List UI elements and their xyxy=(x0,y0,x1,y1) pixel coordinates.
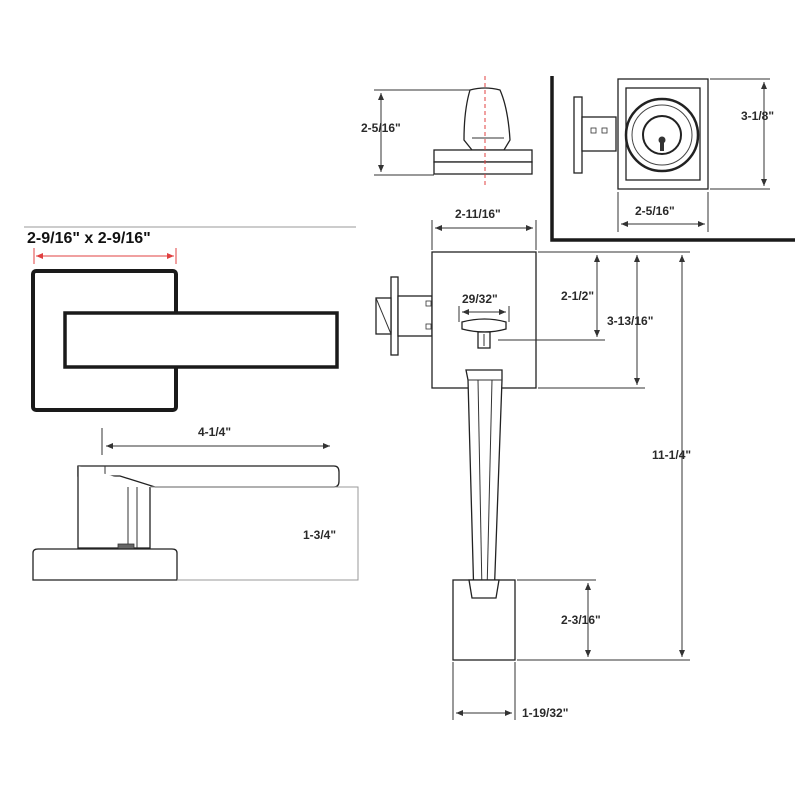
escutcheon-width-label: 2-11/16" xyxy=(455,207,501,221)
bottom-plate-height-label: 2-3/16" xyxy=(561,613,601,627)
rosette-size-label: 2-9/16" x 2-9/16" xyxy=(27,230,151,247)
grip-handle xyxy=(465,369,503,601)
bottom-plate-width-label: 1-19/32" xyxy=(522,706,568,720)
lever-side-view: 4-1/4" 1-3/4" xyxy=(32,425,359,581)
thumb-position-label: 2-1/2" xyxy=(561,289,594,303)
escutcheon-height-label: 3-13/16" xyxy=(607,314,653,328)
deadbolt-height-label: 3-1/8" xyxy=(741,109,774,123)
lever-handle xyxy=(63,311,339,369)
thumb-height-label: 2-5/16" xyxy=(361,121,401,135)
handleset-front-view: 2-11/16" 29/32" 2-1/2" xyxy=(375,207,691,720)
thumb-width-label: 29/32" xyxy=(462,292,498,306)
lever-length-label: 4-1/4" xyxy=(198,425,231,439)
thumb-side-view: 2-5/16" xyxy=(361,76,533,186)
lever-front-view: 2-9/16" x 2-9/16" xyxy=(24,226,356,412)
overall-height-label: 11-1/4" xyxy=(652,448,691,462)
deadbolt-width-label: 2-5/16" xyxy=(635,204,675,218)
lever-projection-label: 1-3/4" xyxy=(303,528,336,542)
deadbolt-inset: 3-1/8" 2-5/16" xyxy=(550,76,795,242)
